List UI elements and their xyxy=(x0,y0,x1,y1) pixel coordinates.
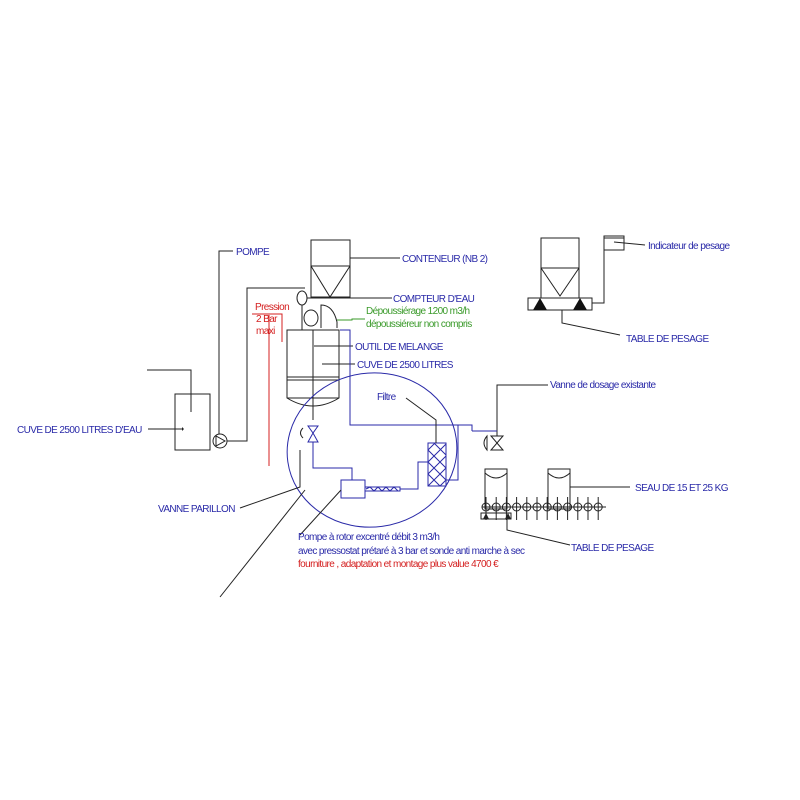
label-depoussierage-2: dépoussiéreur non compris xyxy=(366,319,472,330)
roller-conveyor-icon xyxy=(481,497,606,520)
label-outil: OUTIL DE MELANGE xyxy=(355,342,444,353)
water-tank xyxy=(147,369,211,451)
label-indicateur: Indicateur de pesage xyxy=(648,241,730,252)
label-vanne-dosage: Vanne de dosage existante xyxy=(550,380,657,391)
weighing-hopper xyxy=(540,237,580,299)
pompe-rotor-leader xyxy=(299,489,342,536)
label-cuve-eau: CUVE DE 2500 LITRES D'EAU xyxy=(17,425,142,436)
rotor-pump-shaft xyxy=(364,486,401,492)
load-cell-triangle-icon xyxy=(573,298,587,310)
bucket-2 xyxy=(547,468,630,510)
pressure-line-a xyxy=(252,313,283,342)
pump-icon xyxy=(212,433,228,449)
dosing-valve-icon xyxy=(483,384,548,452)
label-compteur: COMPTEUR D'EAU xyxy=(393,294,475,305)
table-pesage-bottom-leader xyxy=(506,519,571,546)
long-leader xyxy=(219,489,306,598)
water-supply-pipe xyxy=(227,287,305,442)
label-seau: SEAU DE 15 ET 25 KG xyxy=(635,483,729,494)
rotor-pump xyxy=(340,479,366,499)
filter-icon xyxy=(427,442,447,487)
pompe-leader xyxy=(218,250,233,434)
label-pompe-rotor-3: fourniture , adaptation et montage plus … xyxy=(298,559,499,570)
label-pompe-rotor-1: Pompe à rotor excentré débit 3 m3/h xyxy=(298,532,439,543)
label-pression-2: 2 Bar xyxy=(256,314,278,325)
recirculation-loop-outline xyxy=(286,372,458,528)
container-hopper xyxy=(310,239,400,298)
label-pression-1: Pression xyxy=(255,302,289,313)
label-vanne-parillon: VANNE PARILLON xyxy=(158,504,235,515)
label-cuve-2500: CUVE DE 2500 LITRES xyxy=(357,360,454,371)
label-conteneur: CONTENEUR (NB 2) xyxy=(402,254,488,265)
label-table-pesage-top: TABLE DE PESAGE xyxy=(626,334,709,345)
label-filtre: Filtre xyxy=(377,392,397,403)
mixing-tank xyxy=(286,329,355,420)
valve-pipe xyxy=(312,442,353,480)
butterfly-valve-icon xyxy=(300,425,319,443)
weighing-table-top xyxy=(527,235,646,336)
label-table-pesage-bottom: TABLE DE PESAGE xyxy=(571,543,654,554)
label-depoussierage-1: Dépoussiérage 1200 m3/h xyxy=(366,306,470,317)
label-pompe-rotor-2: avec pressostat prétaré à 3 bar et sonde… xyxy=(298,546,525,557)
vanne-parillon-leader xyxy=(239,450,301,509)
filtre-leader xyxy=(405,397,437,443)
weighing-table-bottom xyxy=(480,512,512,520)
load-cell-triangle-icon xyxy=(533,298,547,310)
pump-to-filter-pipe xyxy=(400,461,428,490)
dust-hood xyxy=(303,304,365,328)
label-pompe: POMPE xyxy=(236,247,270,258)
filter-outlet-pipe xyxy=(446,425,459,481)
label-pression-3: maxi xyxy=(256,326,275,337)
return-pipe xyxy=(340,329,473,431)
